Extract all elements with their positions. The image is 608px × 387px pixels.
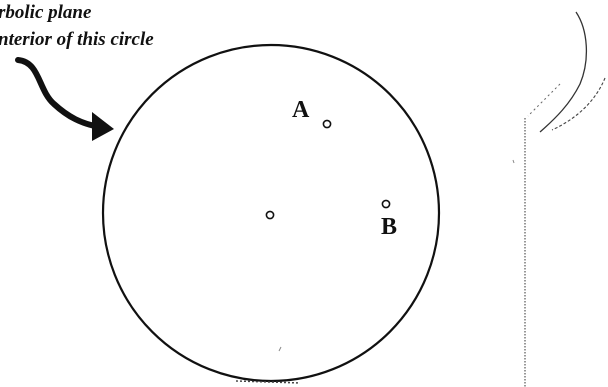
point-a-marker bbox=[322, 119, 332, 129]
center-point-marker bbox=[265, 210, 275, 220]
right-sketch-curve bbox=[539, 11, 588, 133]
bottom-scan-artifact bbox=[235, 380, 301, 384]
boundary-circle bbox=[101, 43, 441, 383]
caption-line-2: nterior of this circle bbox=[0, 29, 154, 50]
right-sketch-speck bbox=[512, 159, 515, 164]
arrow-head-icon bbox=[92, 112, 114, 141]
point-b-marker bbox=[381, 199, 391, 209]
right-sketch-curve-2 bbox=[551, 77, 606, 131]
right-sketch-curve-3 bbox=[527, 83, 561, 117]
caption-line-1: rbolic plane bbox=[0, 2, 92, 23]
speck bbox=[278, 346, 282, 352]
point-b-label: B bbox=[381, 214, 398, 240]
curved-arrow-shaft bbox=[15, 57, 103, 130]
point-a-label: A bbox=[292, 97, 310, 123]
